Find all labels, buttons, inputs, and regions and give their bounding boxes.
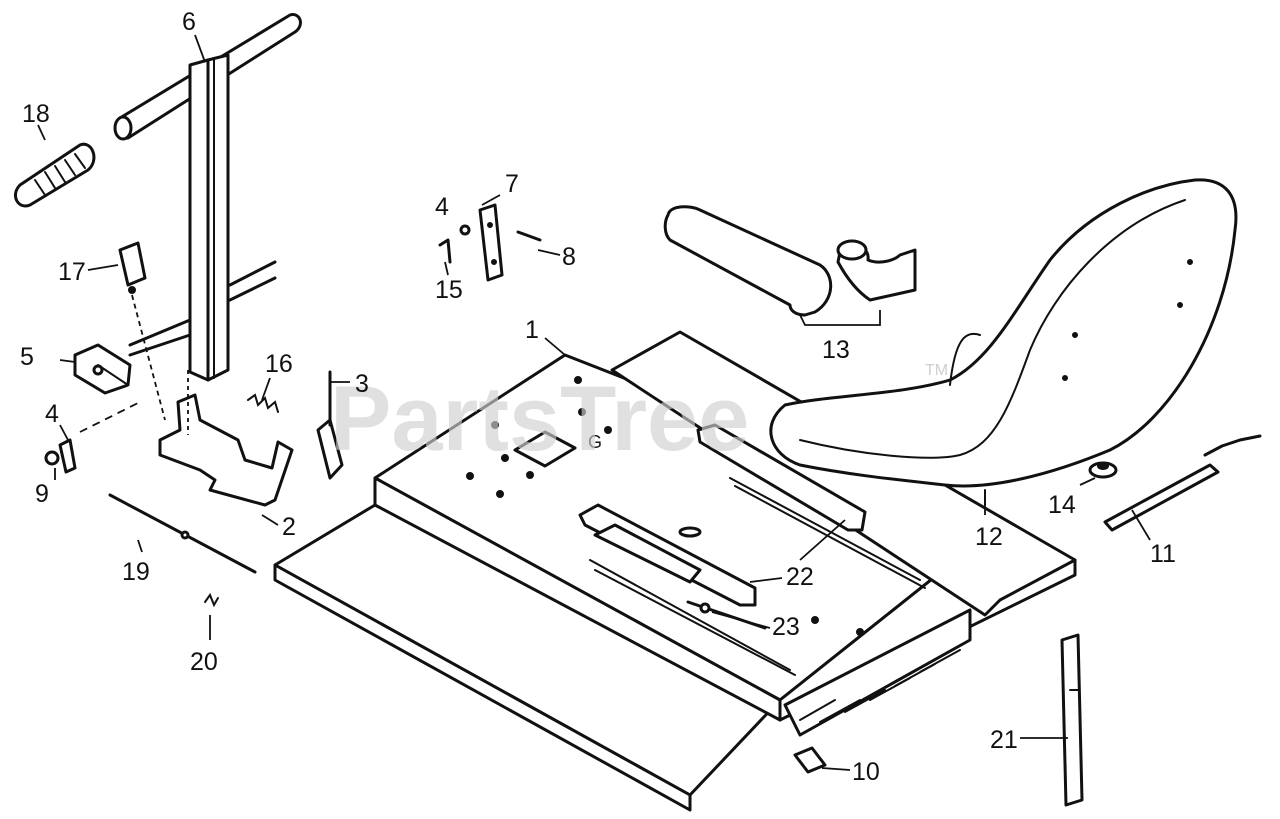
- watermark-trademark: TM: [925, 362, 948, 379]
- callout-labels: 1 2 3 4 4 5 6 7 8 9 10 11 12 13 14 15 16…: [20, 8, 1176, 786]
- leader-lines: [37, 34, 1151, 771]
- pedal-bracket[interactable]: [158, 370, 294, 507]
- callout-12: 12: [975, 523, 1003, 551]
- small-clip[interactable]: [438, 224, 471, 264]
- callout-4b: 4: [435, 193, 449, 221]
- watermark-text: PartsTree: [330, 368, 749, 470]
- hold-down-clip[interactable]: [793, 746, 827, 774]
- callout-4a: 4: [45, 400, 59, 428]
- switch[interactable]: [118, 241, 166, 421]
- handle-grip[interactable]: [14, 142, 96, 208]
- callout-1: 1: [525, 316, 539, 344]
- callout-8: 8: [562, 243, 576, 271]
- callout-3: 3: [355, 370, 369, 398]
- callout-23: 23: [772, 613, 800, 641]
- callout-20: 20: [190, 648, 218, 676]
- callout-9: 9: [35, 480, 49, 508]
- callout-18: 18: [22, 100, 50, 128]
- callout-15: 15: [435, 276, 463, 304]
- callout-16: 16: [265, 350, 293, 378]
- callout-7: 7: [505, 170, 519, 198]
- callout-5: 5: [20, 343, 34, 371]
- adjustment-bar[interactable]: [1103, 434, 1262, 532]
- steering-column[interactable]: [113, 13, 302, 382]
- callout-21: 21: [990, 726, 1018, 754]
- callout-17: 17: [58, 258, 86, 286]
- seat[interactable]: [769, 178, 1238, 506]
- callout-6: 6: [182, 8, 196, 36]
- mounting-block[interactable]: [73, 343, 132, 395]
- callout-13: 13: [822, 336, 850, 364]
- seat-rail[interactable]: [578, 423, 867, 607]
- hardware-bolt-left[interactable]: [44, 401, 141, 474]
- callout-11: 11: [1150, 540, 1176, 568]
- armrest[interactable]: [663, 205, 917, 317]
- svg-text:G: G: [588, 432, 602, 452]
- support-bracket[interactable]: [1060, 633, 1084, 807]
- callout-14: 14: [1048, 491, 1076, 519]
- pin[interactable]: [516, 230, 542, 242]
- fastener[interactable]: [204, 592, 219, 608]
- callout-22: 22: [786, 563, 814, 591]
- spring[interactable]: [247, 393, 279, 413]
- lever[interactable]: [316, 370, 344, 480]
- callout-10: 10: [852, 758, 880, 786]
- clip-plate[interactable]: [478, 203, 504, 282]
- shaft[interactable]: [108, 493, 257, 574]
- knob[interactable]: [1088, 461, 1118, 479]
- callout-2: 2: [282, 513, 296, 541]
- callout-19: 19: [122, 558, 150, 586]
